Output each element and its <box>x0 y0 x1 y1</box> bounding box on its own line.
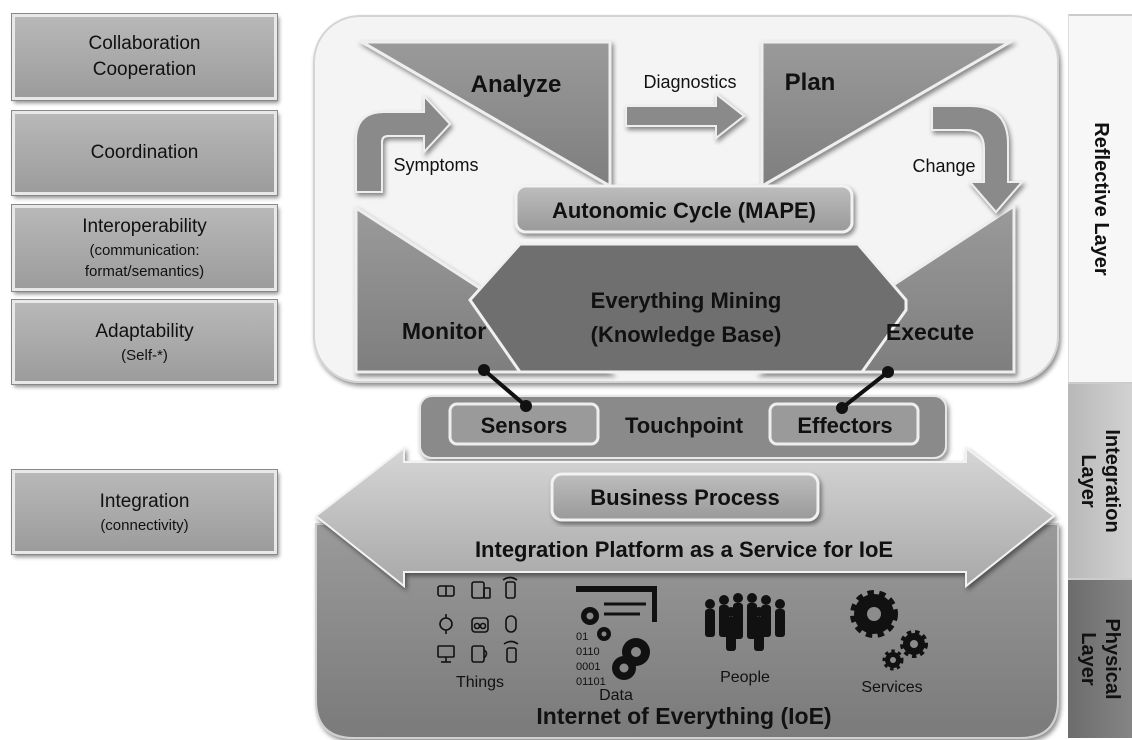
plan-triangle <box>760 40 1016 189</box>
symptoms-arrow-icon <box>355 93 452 193</box>
effector-connector-dot <box>836 402 848 414</box>
left-box-title: Coordination <box>90 142 199 163</box>
left-box-subtitle: (Self-*) <box>121 346 168 364</box>
services-icon <box>850 590 928 671</box>
data-bit-line: 0001 <box>576 661 600 673</box>
data-icon <box>576 586 657 680</box>
left-box-subtitle: (communication: <box>89 242 200 259</box>
effector-connector <box>840 370 890 410</box>
integration-layer-bar: Integration Layer <box>1068 382 1132 578</box>
left-box-subtitle2: format/semantics) <box>84 263 205 280</box>
ioe-panel <box>315 523 1059 739</box>
analyze-label: Analyze <box>471 71 562 98</box>
things-label: Things <box>456 674 504 691</box>
services-label: Services <box>861 679 922 696</box>
people-icon <box>705 593 785 651</box>
left-box-title2: Cooperation <box>92 59 197 80</box>
business-process-box <box>550 472 820 522</box>
data-bit-line: 01 <box>576 631 588 643</box>
sensor-connector-dot <box>478 364 490 376</box>
sensor-connector <box>482 368 528 408</box>
effector-connector-dot <box>882 366 894 378</box>
change-arrow-icon <box>931 105 1025 214</box>
left-box-adaptability: Adaptability (Self-*) <box>11 299 278 385</box>
sensor-connector-dot <box>520 400 532 412</box>
ioe-title: Internet of Everything (IoE) <box>536 703 831 729</box>
reflective-layer-bar: Reflective Layer <box>1068 14 1132 382</box>
left-box-integration: Integration (connectivity) <box>11 469 278 555</box>
change-label: Change <box>912 156 975 176</box>
left-box-title: Collaboration <box>88 33 201 54</box>
diagnostics-arrow-icon <box>625 91 746 141</box>
left-box-title: Adaptability <box>95 320 194 342</box>
left-box-collaboration: Collaboration Cooperation <box>11 13 278 101</box>
left-box-interoperability: Interoperability (communication: format/… <box>11 204 278 292</box>
sensors-label: Sensors <box>481 413 568 438</box>
execute-label: Execute <box>886 319 974 345</box>
data-label: Data <box>599 687 633 704</box>
ipaas-label: Integration Platform as a Service for Io… <box>475 537 893 562</box>
effectors-label: Effectors <box>797 413 892 438</box>
symptoms-label: Symptoms <box>393 155 478 175</box>
things-icon <box>437 576 519 663</box>
left-box-title: Integration <box>99 490 190 512</box>
plan-label: Plan <box>785 69 836 96</box>
left-box-title: Interoperability <box>82 216 207 237</box>
autonomic-cycle-label: Autonomic Cycle (MAPE) <box>552 198 816 223</box>
left-box-coordination: Coordination <box>11 110 278 196</box>
autonomic-cycle-box <box>514 184 854 234</box>
data-bit-line: 01101 <box>576 676 606 688</box>
people-label: People <box>720 669 770 686</box>
touchpoint-label: Touchpoint <box>625 413 744 438</box>
business-process-label: Business Process <box>590 485 780 510</box>
analyze-triangle <box>356 40 612 189</box>
monitor-label: Monitor <box>402 318 486 344</box>
knowledge-base-line1: Everything Mining <box>591 288 782 313</box>
left-box-subtitle: (connectivity) <box>100 516 189 534</box>
knowledge-base-shape <box>468 242 908 374</box>
physical-layer-bar: Physical Layer <box>1068 578 1132 738</box>
data-bit-line: 0110 <box>576 646 600 658</box>
diagnostics-label: Diagnostics <box>643 72 736 92</box>
knowledge-base-line2: (Knowledge Base) <box>591 322 782 347</box>
